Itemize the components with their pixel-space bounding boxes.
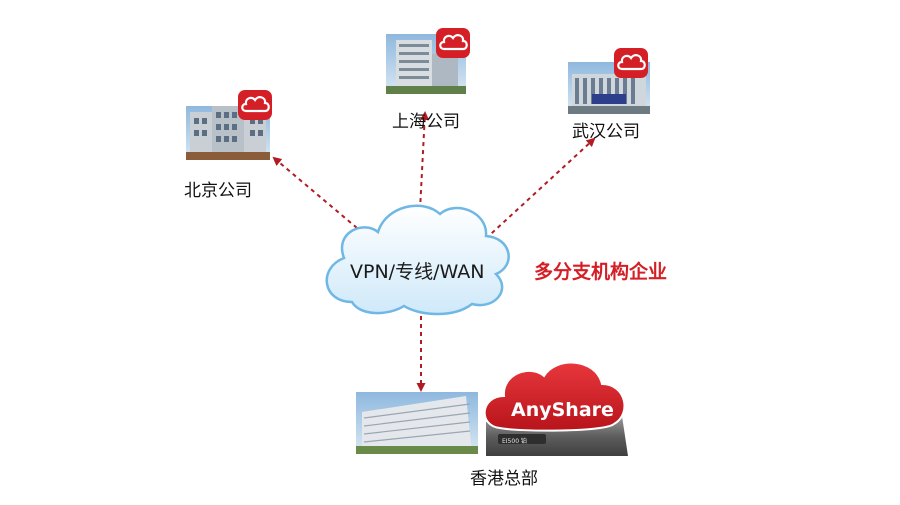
node-label-beijing: 北京公司 bbox=[184, 181, 252, 201]
network-cloud-shape bbox=[325, 204, 510, 316]
cloud-logo-icon bbox=[436, 28, 470, 58]
device-model-label: EI500 铂 bbox=[502, 438, 527, 445]
arrow-to-wuhan bbox=[479, 137, 596, 245]
anyshare-logo-text: AnyShare bbox=[511, 399, 614, 421]
hongkong-building-photo bbox=[356, 392, 478, 454]
headline-text: 多分支机构企业 bbox=[534, 261, 668, 283]
arrow-to-beijing bbox=[272, 156, 358, 229]
network-cloud-label: VPN/专线/WAN bbox=[350, 261, 485, 283]
cloud-logo-icon bbox=[238, 90, 272, 120]
node-label-shanghai: 上海公司 bbox=[392, 112, 460, 132]
cloud-logo-icon bbox=[614, 48, 648, 78]
node-label-hongkong: 香港总部 bbox=[470, 469, 538, 489]
arrow-to-shanghai bbox=[419, 111, 430, 211]
node-label-wuhan: 武汉公司 bbox=[572, 122, 640, 142]
anyshare-cloud-shape bbox=[483, 361, 626, 432]
